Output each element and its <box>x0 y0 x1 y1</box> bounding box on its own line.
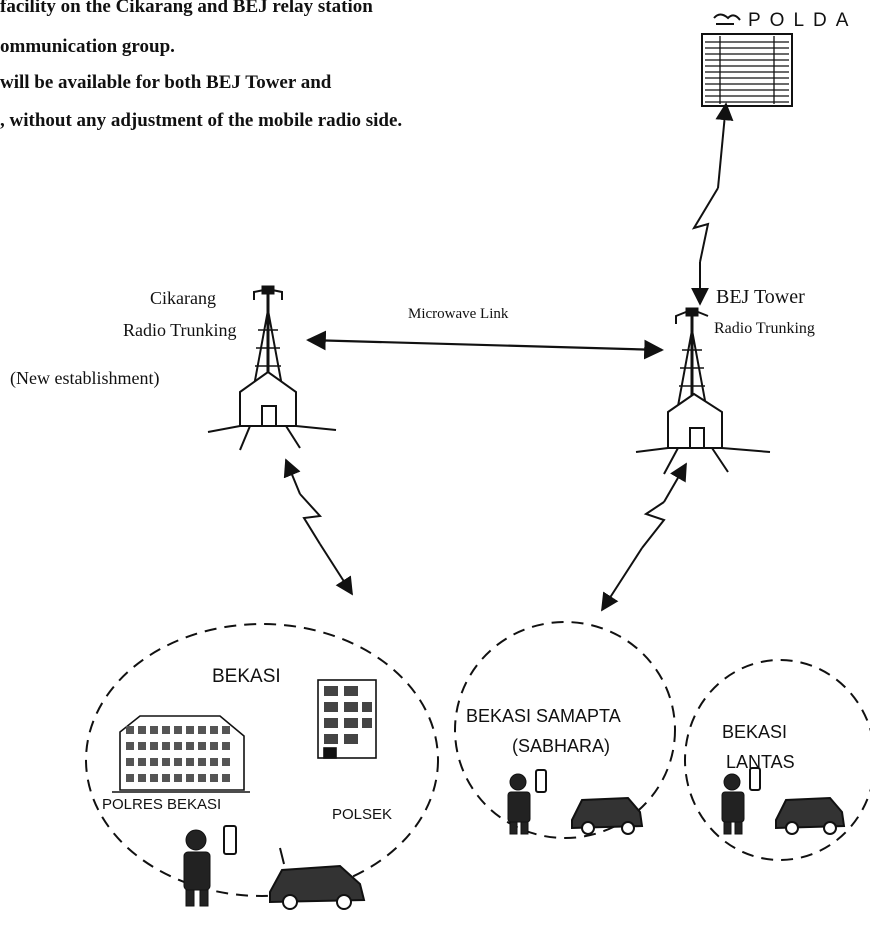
lantas-line-1: BEKASI <box>722 722 788 742</box>
bej-name: BEJ Tower <box>716 286 805 308</box>
polres-label: POLRES BEKASI <box>102 796 222 813</box>
intro-line-2: ommunication group. <box>0 36 175 57</box>
cikarang-station-building-icon <box>207 370 337 451</box>
microwave-link-label: Microwave Link <box>408 306 509 322</box>
cikarang-tower-icon <box>253 285 283 387</box>
bekasi-patrol-car-icon <box>269 847 366 910</box>
samapta-group-circle <box>454 621 676 839</box>
bej-radio-link <box>601 462 687 612</box>
polsek-label: POLSEK <box>332 806 393 823</box>
bekasi-title: BEKASI <box>212 666 281 687</box>
polda-emblem-icon <box>713 13 741 25</box>
bekasi-officer-icon <box>183 825 237 907</box>
intro-line-3: will be available for both BEJ Tower and <box>0 72 332 93</box>
lantas-group-circle <box>684 659 870 861</box>
bej-station-building-icon <box>635 392 771 475</box>
polres-building-icon <box>112 715 250 793</box>
intro-line-1: facility on the Cikarang and BEJ relay s… <box>0 0 373 17</box>
polda-radio-link <box>691 102 734 306</box>
polsek-building-icon <box>317 679 377 759</box>
cikarang-name: Cikarang <box>150 288 216 308</box>
samapta-line-1: BEKASI SAMAPTA <box>466 706 621 726</box>
lantas-officer-icon <box>721 767 761 835</box>
bej-type: Radio Trunking <box>714 320 815 337</box>
polda-label: POLDA <box>748 10 858 31</box>
cikarang-note: (New establishment) <box>10 368 160 388</box>
samapta-officer-icon <box>507 769 547 835</box>
polda-building-icon <box>701 33 793 107</box>
cikarang-radio-link <box>283 458 353 596</box>
bej-tower-icon <box>675 307 709 407</box>
lantas-patrol-car-icon <box>775 796 846 835</box>
intro-line-4: , without any adjustment of the mobile r… <box>0 110 403 131</box>
samapta-line-2: (SABHARA) <box>512 736 611 756</box>
samapta-patrol-car-icon <box>571 796 644 835</box>
lantas-line-2: LANTAS <box>726 752 795 772</box>
cikarang-type: Radio Trunking <box>123 320 237 340</box>
bekasi-group-circle <box>85 623 439 897</box>
microwave-link-arrow <box>306 330 664 360</box>
